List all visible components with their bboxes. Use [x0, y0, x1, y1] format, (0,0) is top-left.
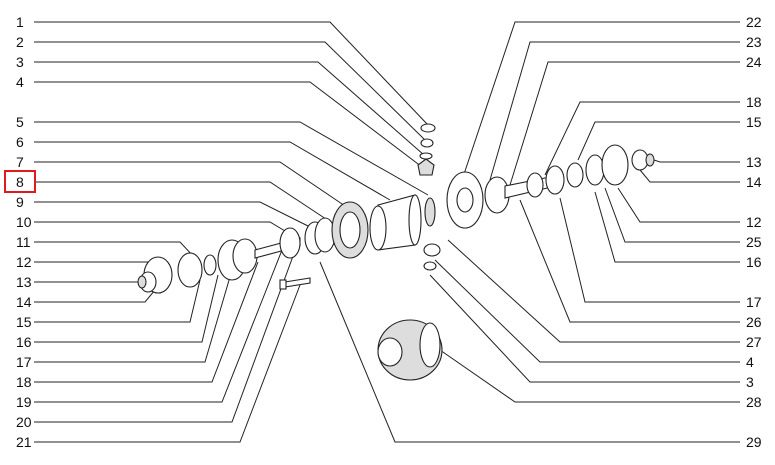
label-12-r: 12 — [746, 214, 762, 230]
label-4: 4 — [16, 74, 24, 90]
parts — [137, 123, 655, 381]
label-8: 8 — [16, 174, 24, 190]
labels-left: 1 2 3 4 5 6 7 8 9 10 11 12 13 14 15 16 1… — [16, 14, 32, 450]
label-29: 29 — [746, 434, 762, 450]
label-19: 19 — [16, 394, 32, 410]
label-22: 22 — [746, 14, 762, 30]
label-11: 11 — [16, 234, 31, 250]
label-26: 26 — [746, 314, 762, 330]
label-15-r: 15 — [746, 114, 762, 130]
label-20: 20 — [16, 414, 32, 430]
label-5: 5 — [16, 114, 24, 130]
label-3-r: 3 — [746, 374, 754, 390]
label-16-r: 16 — [746, 254, 762, 270]
label-25: 25 — [746, 234, 762, 250]
label-18-r: 18 — [746, 94, 762, 110]
label-13: 13 — [16, 274, 32, 290]
leader-lines-right — [319, 21, 740, 443]
label-21: 21 — [16, 434, 32, 450]
label-27: 27 — [746, 334, 762, 350]
labels-right: 22 23 24 18 15 13 14 12 25 16 17 26 27 4… — [746, 14, 762, 450]
label-28: 28 — [746, 394, 762, 410]
label-14-r: 14 — [746, 174, 762, 190]
label-1: 1 — [16, 14, 24, 30]
label-2: 2 — [16, 34, 24, 50]
label-13-r: 13 — [746, 154, 762, 170]
label-4-r: 4 — [746, 354, 754, 370]
label-17-r: 17 — [746, 294, 762, 310]
label-18: 18 — [16, 374, 32, 390]
label-14: 14 — [16, 294, 32, 310]
label-24: 24 — [746, 54, 762, 70]
label-23: 23 — [746, 34, 762, 50]
label-3: 3 — [16, 54, 24, 70]
label-16: 16 — [16, 334, 32, 350]
leader-lines-left — [34, 21, 429, 443]
highlight-box — [4, 170, 36, 193]
label-9: 9 — [16, 194, 24, 210]
label-6: 6 — [16, 134, 24, 150]
label-10: 10 — [16, 214, 32, 230]
label-17: 17 — [16, 354, 32, 370]
label-7: 7 — [16, 154, 24, 170]
label-12: 12 — [16, 254, 32, 270]
label-15: 15 — [16, 314, 32, 330]
